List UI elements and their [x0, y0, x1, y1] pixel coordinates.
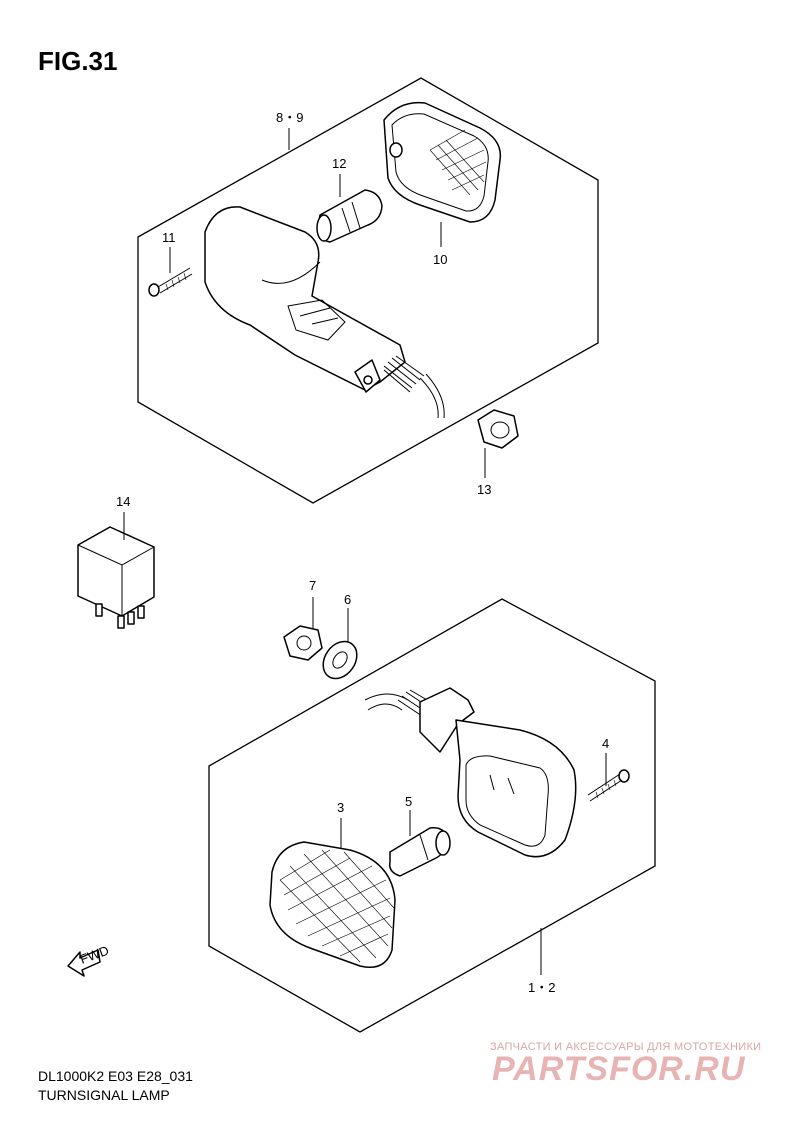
callout-5: 5 [405, 794, 412, 809]
lens-cover-part-10 [383, 101, 502, 223]
turnsignal-body-part-8-9 [204, 206, 445, 419]
lens-part-3 [269, 841, 396, 968]
bulb-part-12 [316, 189, 383, 243]
turnsignal-body-part-1-2 [364, 687, 577, 858]
callout-12: 12 [332, 156, 346, 171]
washer-part-6 [322, 640, 358, 680]
callout-6: 6 [344, 592, 351, 607]
relay-part-14 [77, 526, 155, 629]
nut-part-13 [477, 409, 519, 449]
callout-8-9: 8・9 [276, 110, 303, 125]
bulb-part-5 [388, 827, 451, 877]
nut-part-7 [283, 625, 323, 661]
callout-4: 4 [602, 736, 609, 751]
callout-11: 11 [162, 230, 176, 245]
callout-14: 14 [116, 494, 130, 509]
upper-assembly-frame [137, 77, 599, 504]
watermark-tagline: ЗАПЧАСТИ И АКСЕССУАРЫ ДЛЯ МОТОТЕХНИКИ [490, 1041, 762, 1053]
diagram-name: TURNSIGNAL LAMP [38, 1087, 170, 1103]
watermark-logo: PARTSFOR.RU [492, 1050, 746, 1088]
lower-assembly-frame [208, 598, 656, 1033]
callout-13: 13 [477, 482, 491, 497]
callout-3: 3 [337, 800, 344, 815]
figure-title: FIG.31 [38, 46, 118, 76]
leader-lines [123, 128, 607, 975]
diagram-code: DL1000K2 E03 E28_031 [38, 1068, 193, 1084]
screw-part-4 [587, 769, 630, 802]
callout-7: 7 [309, 578, 316, 593]
screw-part-11 [148, 267, 193, 297]
forward-arrow-icon: FWD [67, 943, 111, 977]
callout-10: 10 [433, 252, 447, 267]
callout-1-2: 1・2 [528, 980, 555, 995]
